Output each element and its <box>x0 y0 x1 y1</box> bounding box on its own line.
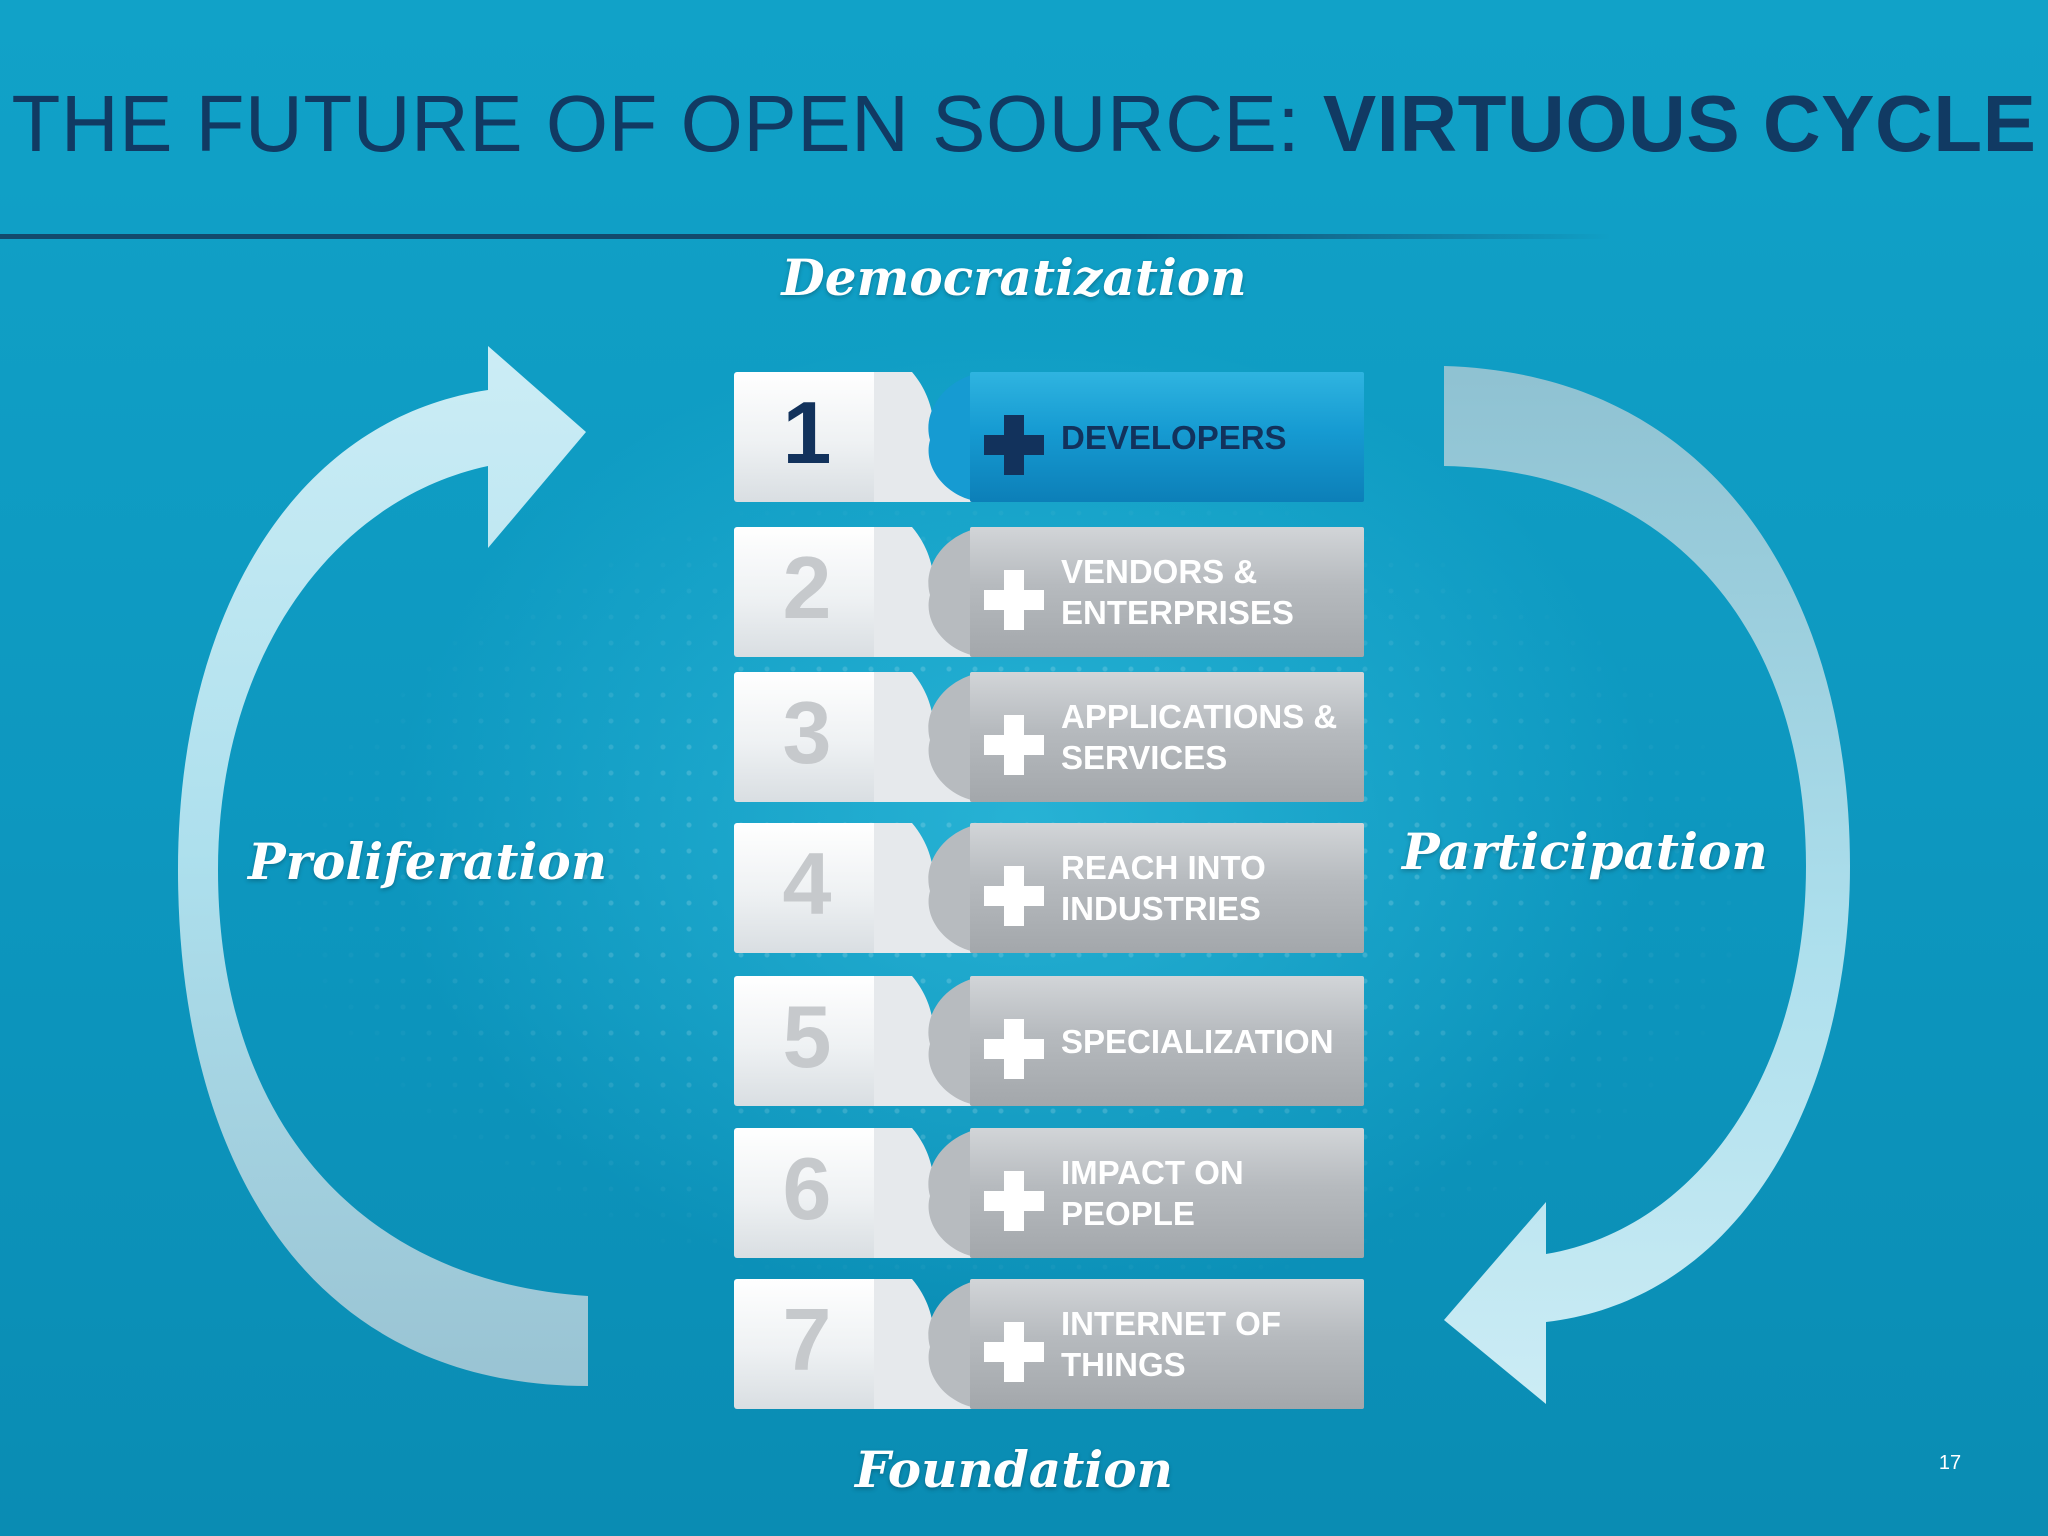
step-label-line: APPLICATIONS & <box>1061 698 1338 735</box>
ribbon-twist <box>874 976 984 1106</box>
step-row: 7 INTERNET OF THINGS <box>734 1279 1364 1411</box>
title-divider <box>0 234 1610 239</box>
step-number-box: 7 <box>734 1279 884 1409</box>
step-row: 2 VENDORS & ENTERPRISES <box>734 527 1364 659</box>
step-number-box: 1 <box>734 372 884 502</box>
step-row: 6 IMPACT ON PEOPLE <box>734 1128 1364 1260</box>
cycle-label-bottom: Foundation <box>855 1440 1173 1499</box>
left-cycle-arrow <box>178 346 588 1386</box>
step-row: 5 SPECIALIZATION <box>734 976 1364 1108</box>
step-number: 4 <box>782 834 832 933</box>
step-label: INTERNET OF THINGS <box>1061 1279 1361 1409</box>
cycle-label-right: Participation <box>1402 822 1768 881</box>
step-label-line: VENDORS & <box>1061 553 1258 590</box>
step-number-box: 3 <box>734 672 884 802</box>
ribbon-twist <box>874 527 984 657</box>
step-number: 3 <box>782 683 832 782</box>
step-number: 5 <box>782 987 832 1086</box>
ribbon-twist <box>874 1279 984 1409</box>
step-label: APPLICATIONS & SERVICES <box>1061 672 1361 802</box>
step-label-line: ENTERPRISES <box>1061 594 1294 631</box>
step-label: IMPACT ON PEOPLE <box>1061 1128 1361 1258</box>
step-label-line: THINGS <box>1061 1346 1186 1383</box>
step-label: SPECIALIZATION <box>1061 976 1361 1106</box>
step-row: 4 REACH INTO INDUSTRIES <box>734 823 1364 955</box>
plus-icon <box>984 1019 1044 1079</box>
step-label-line: PEOPLE <box>1061 1195 1195 1232</box>
title-regular: THE FUTURE OF OPEN SOURCE: <box>11 79 1323 168</box>
cycle-label-top: Democratization <box>781 248 1247 307</box>
plus-icon <box>984 415 1044 475</box>
step-label-line: REACH INTO <box>1061 849 1266 886</box>
step-number-box: 6 <box>734 1128 884 1258</box>
step-number: 1 <box>782 383 832 482</box>
step-number-box: 5 <box>734 976 884 1106</box>
slide-title: THE FUTURE OF OPEN SOURCE: VIRTUOUS CYCL… <box>0 78 2048 170</box>
ribbon-twist <box>874 823 984 953</box>
ribbon-twist <box>874 372 984 502</box>
cycle-label-left: Proliferation <box>248 832 608 891</box>
plus-icon <box>984 1171 1044 1231</box>
ribbon-twist <box>874 672 984 802</box>
step-label-line: SPECIALIZATION <box>1061 1022 1334 1060</box>
step-label-line: SERVICES <box>1061 739 1228 776</box>
title-bold: VIRTUOUS CYCLE <box>1322 79 2037 168</box>
page-number: 17 <box>1938 1452 1962 1474</box>
ribbon-twist <box>874 1128 984 1258</box>
step-number: 6 <box>782 1139 832 1238</box>
right-cycle-arrow <box>1444 366 1850 1404</box>
step-label: VENDORS & ENTERPRISES <box>1061 527 1361 657</box>
step-label-line: IMPACT ON <box>1061 1154 1244 1191</box>
step-label: DEVELOPERS <box>1061 372 1361 502</box>
step-label: REACH INTO INDUSTRIES <box>1061 823 1361 953</box>
plus-icon <box>984 866 1044 926</box>
step-number-box: 2 <box>734 527 884 657</box>
step-label-line: INDUSTRIES <box>1061 890 1261 927</box>
plus-icon <box>984 570 1044 630</box>
plus-icon <box>984 715 1044 775</box>
step-row: 1 DEVELOPERS <box>734 372 1364 504</box>
step-number: 7 <box>782 1290 832 1389</box>
step-number: 2 <box>782 538 832 637</box>
step-label-line: DEVELOPERS <box>1061 418 1287 456</box>
step-row: 3 APPLICATIONS & SERVICES <box>734 672 1364 804</box>
plus-icon <box>984 1322 1044 1382</box>
step-label-line: INTERNET OF <box>1061 1305 1281 1342</box>
step-number-box: 4 <box>734 823 884 953</box>
